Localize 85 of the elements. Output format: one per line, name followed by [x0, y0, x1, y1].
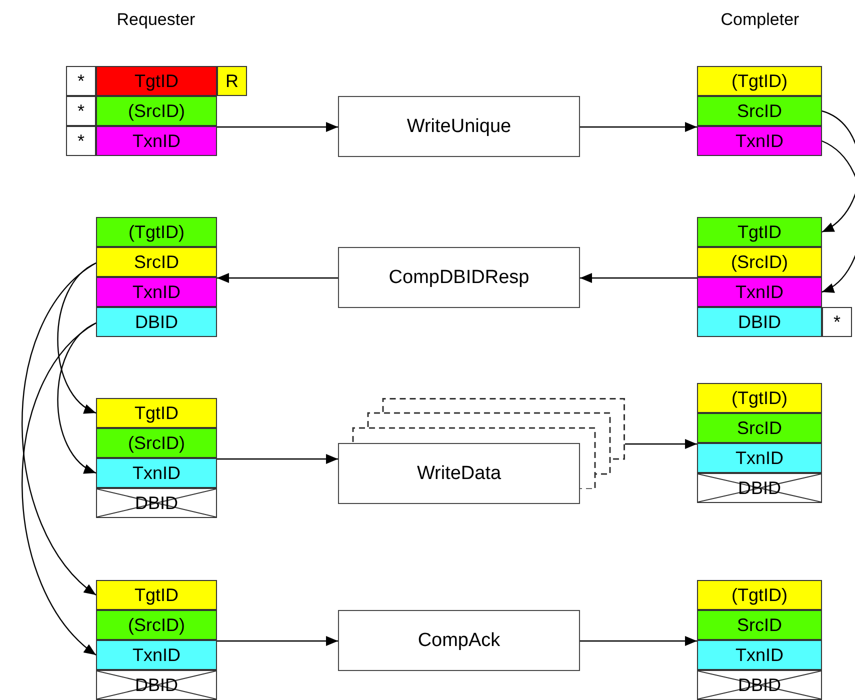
field-label: TgtID [737, 223, 782, 241]
field-cell [697, 640, 822, 670]
field-label: TgtID [134, 72, 178, 90]
field-label: * [77, 102, 84, 120]
field-cell [697, 126, 822, 156]
field-cell [96, 640, 217, 670]
field-cell [96, 428, 217, 458]
arrow [580, 636, 697, 646]
field-label: TxnID [735, 132, 784, 150]
field-label: SrcID [737, 419, 782, 437]
field-label: R [226, 72, 238, 90]
field-cell [96, 307, 217, 337]
arrow [580, 122, 697, 132]
arrow [822, 110, 855, 233]
arrow [22, 322, 96, 656]
arrow [22, 262, 96, 596]
field-cell [96, 610, 217, 640]
field-label: TgtID [134, 404, 178, 422]
field-cell [697, 383, 822, 413]
flag-cell [66, 66, 96, 96]
field-label: * [77, 132, 84, 150]
field-cell [96, 247, 217, 277]
arrow [625, 439, 697, 449]
flag-cell [822, 307, 852, 337]
arrow [822, 140, 855, 293]
field-cell [96, 398, 217, 428]
field-label: (TgtID) [128, 223, 184, 241]
field-label: (SrcID) [128, 434, 185, 452]
column-heading: Requester [116, 10, 196, 30]
field-cell [697, 66, 822, 96]
field-cell [697, 277, 822, 307]
field-label: SrcID [134, 253, 179, 271]
field-cell [697, 247, 822, 277]
field-label: (TgtID) [732, 586, 788, 604]
field-label: TxnID [132, 464, 180, 482]
field-cell [96, 126, 217, 156]
arrow [580, 273, 697, 283]
field-cell [697, 96, 822, 126]
arrow [57, 322, 96, 474]
field-label: DBID [738, 313, 781, 331]
message-box [338, 610, 580, 671]
field-label: (TgtID) [732, 72, 788, 90]
field-label: * [77, 72, 84, 90]
column-heading: Completer [720, 10, 800, 30]
field-label: TgtID [134, 586, 178, 604]
field-cell [96, 96, 217, 126]
message-label: WriteData [416, 464, 502, 483]
field-label: SrcID [737, 102, 782, 120]
field-cell [697, 610, 822, 640]
field-label: TxnID [735, 646, 784, 664]
flag-cell [66, 96, 96, 126]
message-label: CompDBIDResp [388, 268, 530, 287]
field-label: * [833, 313, 840, 331]
field-cell [697, 413, 822, 443]
field-cell [96, 580, 217, 610]
message-label: WriteUnique [406, 117, 512, 136]
field-cell [217, 66, 247, 96]
field-label: (TgtID) [732, 389, 788, 407]
field-label: TxnID [735, 449, 784, 467]
field-label: TxnID [132, 646, 180, 664]
arrow [217, 636, 338, 646]
field-cell [697, 443, 822, 473]
arrow [217, 454, 338, 464]
field-cell [697, 307, 822, 337]
field-cell [96, 66, 217, 96]
field-label: SrcID [737, 616, 782, 634]
flag-cell [66, 126, 96, 156]
arrow [57, 262, 96, 414]
field-cell [96, 217, 217, 247]
message-label: CompAck [418, 631, 500, 650]
field-label: DBID [134, 313, 178, 331]
field-cell [96, 458, 217, 488]
field-label: (SrcID) [731, 253, 788, 271]
field-cell [697, 217, 822, 247]
field-label: (SrcID) [128, 102, 185, 120]
arrow [217, 122, 338, 132]
field-label: TxnID [132, 283, 180, 301]
field-label: TxnID [735, 283, 784, 301]
message-box [338, 96, 580, 157]
message-box [338, 247, 580, 308]
field-cell [697, 580, 822, 610]
field-label: TxnID [132, 132, 180, 150]
arrow [217, 273, 338, 283]
field-cell [96, 277, 217, 307]
field-label: (SrcID) [128, 616, 185, 634]
